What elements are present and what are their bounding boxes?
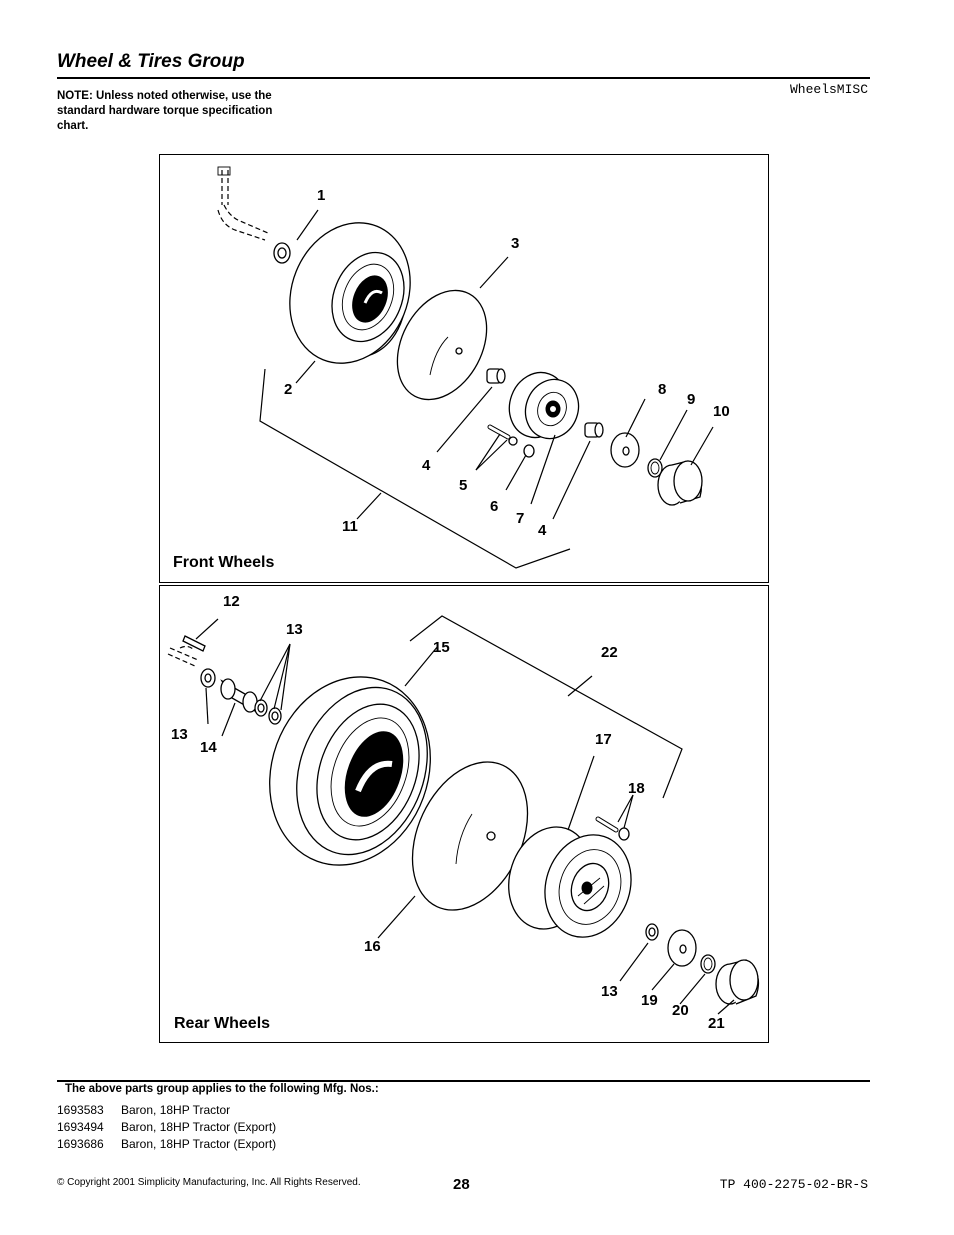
document-id: TP 400-2275-02-BR-S xyxy=(719,1177,868,1192)
callout-13c: 13 xyxy=(601,983,618,1000)
callout-4: 4 xyxy=(422,457,431,474)
mfg-description: Baron, 18HP Tractor xyxy=(121,1103,231,1117)
callout-1: 1 xyxy=(317,187,326,204)
callout-3: 3 xyxy=(511,235,520,252)
callout-12: 12 xyxy=(223,593,240,610)
front-axle-stub xyxy=(217,166,269,241)
retaining-ring-part-9 xyxy=(647,458,663,478)
valve-stem-part-5 xyxy=(487,424,518,446)
mfg-description: Baron, 18HP Tractor (Export) xyxy=(121,1120,277,1134)
key-part-12 xyxy=(182,635,206,652)
retaining-ring-part-20 xyxy=(700,954,716,974)
hub-cap-part-10 xyxy=(657,460,703,506)
front-wheels-label: Front Wheels xyxy=(173,554,275,571)
mfg-description: Baron, 18HP Tractor (Export) xyxy=(121,1137,277,1151)
callout-5: 5 xyxy=(459,477,468,494)
bushing-part-4b xyxy=(584,422,604,438)
copyright-notice: © Copyright 2001 Simplicity Manufacturin… xyxy=(57,1177,361,1188)
callout-11: 11 xyxy=(342,518,358,535)
section-code: WheelsMISC xyxy=(789,82,868,97)
inner-tube-part-3 xyxy=(396,289,488,401)
rear-axle-stub xyxy=(167,645,199,667)
page-title: Wheel & Tires Group xyxy=(57,51,245,72)
valve-stem-part-18 xyxy=(595,816,630,841)
washers-part-13 xyxy=(254,699,282,725)
torque-note: NOTE: Unless noted otherwise, use the st… xyxy=(57,90,273,132)
callout-15: 15 xyxy=(433,639,450,656)
mfg-row: 1693686 Baron, 18HP Tractor (Export) xyxy=(57,1136,276,1153)
washer-part-1 xyxy=(273,242,291,264)
mfg-list: 1693583 Baron, 18HP Tractor 1693494 Baro… xyxy=(57,1102,276,1153)
front-wheels-diagram: 1 2 3 4 5 6 7 4 8 9 10 11 Front Wheels xyxy=(159,154,769,583)
front-tire-part-2 xyxy=(289,222,411,364)
callout-22: 22 xyxy=(601,644,618,661)
mfg-row: 1693583 Baron, 18HP Tractor xyxy=(57,1102,276,1119)
callout-20: 20 xyxy=(672,1002,689,1019)
callout-14: 14 xyxy=(200,739,217,756)
callout-2: 2 xyxy=(284,381,293,398)
callout-21: 21 xyxy=(708,1015,725,1032)
callout-10: 10 xyxy=(713,403,730,420)
callout-18: 18 xyxy=(628,780,645,797)
callout-8: 8 xyxy=(658,381,667,398)
callout-13a: 13 xyxy=(286,621,303,638)
callout-7: 7 xyxy=(516,510,525,527)
callout-13b: 13 xyxy=(171,726,188,743)
washer-part-13 xyxy=(200,668,216,688)
rear-rim-part-17 xyxy=(508,826,632,938)
mfg-number: 1693583 xyxy=(57,1103,104,1117)
front-rim-part-7 xyxy=(508,371,580,440)
footer-rule xyxy=(57,1080,870,1082)
valve-cap-part-6 xyxy=(523,444,535,458)
page-number: 28 xyxy=(453,1176,470,1193)
mfg-row: 1693494 Baron, 18HP Tractor (Export) xyxy=(57,1119,276,1136)
rear-leader-lines xyxy=(195,615,735,1015)
callout-17: 17 xyxy=(595,731,612,748)
rear-tire-part-15 xyxy=(269,676,431,866)
rear-wheels-drawing xyxy=(167,615,760,1015)
mfg-number: 1693686 xyxy=(57,1137,104,1151)
applies-heading: The above parts group applies to the fol… xyxy=(65,1083,379,1095)
front-wheels-drawing xyxy=(217,166,714,569)
washer-part-19 xyxy=(667,929,697,967)
front-leader-lines xyxy=(259,209,714,569)
washer-part-13c xyxy=(645,923,659,941)
rear-wheels-diagram: 12 13 13 14 15 22 17 18 16 13 19 20 21 R… xyxy=(159,585,769,1043)
callout-9: 9 xyxy=(687,391,696,408)
bushing-part-4 xyxy=(486,368,506,384)
hub-cap-part-21 xyxy=(715,959,760,1005)
callout-16: 16 xyxy=(364,938,381,955)
rear-wheels-label: Rear Wheels xyxy=(174,1015,271,1032)
spacer-part-14 xyxy=(220,678,258,713)
header-rule xyxy=(57,77,870,79)
callout-19: 19 xyxy=(641,992,658,1009)
callout-4b: 4 xyxy=(538,522,547,539)
washer-part-8 xyxy=(610,432,640,468)
mfg-number: 1693494 xyxy=(57,1120,104,1134)
callout-6: 6 xyxy=(490,498,499,515)
